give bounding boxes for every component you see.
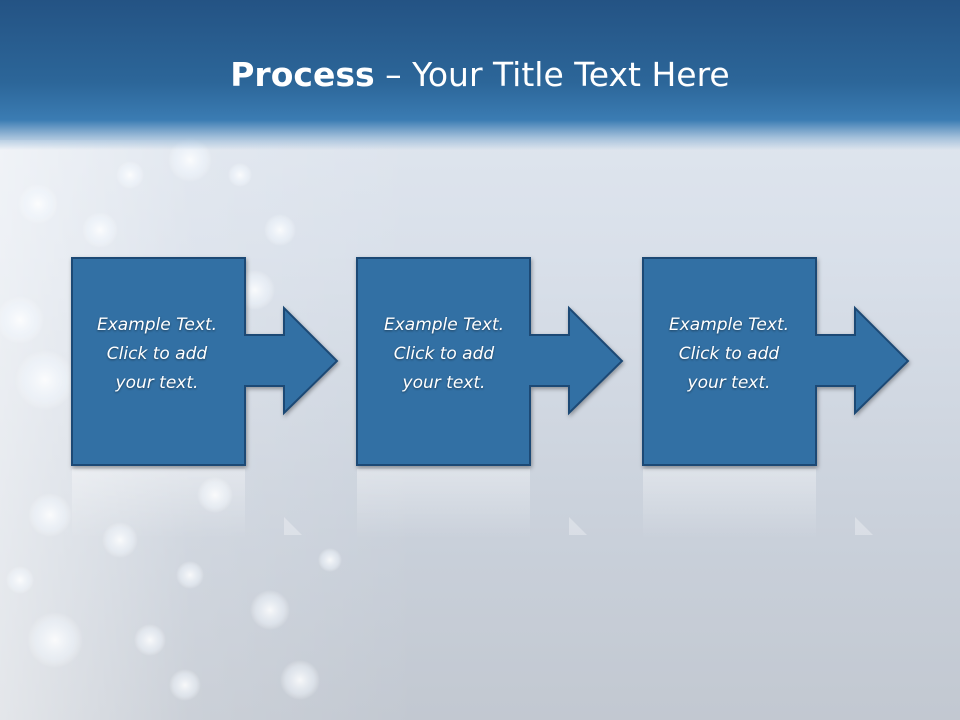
step-1-arrow-box[interactable] xyxy=(71,257,339,466)
step-1-line-2: Click to add xyxy=(106,344,208,364)
step-2-text[interactable]: Example Text. Click to add your text. xyxy=(357,311,531,398)
step-2-line-3: your text. xyxy=(402,373,486,393)
step-3-arrow-reflection xyxy=(855,517,873,535)
step-3-line-3: your text. xyxy=(687,373,771,393)
step-1-line-3: your text. xyxy=(115,373,199,393)
step-1-arrow-reflection xyxy=(284,517,302,535)
step-2-line-2: Click to add xyxy=(393,344,495,364)
slide-title[interactable]: Process – Your Title Text Here xyxy=(0,52,960,98)
step-2-reflection xyxy=(357,469,530,539)
step-1-line-1: Example Text. xyxy=(96,315,218,335)
step-3-line-1: Example Text. xyxy=(668,315,790,335)
step-reflections xyxy=(72,469,873,539)
step-3-text[interactable]: Example Text. Click to add your text. xyxy=(642,311,816,398)
step-shapes xyxy=(71,257,910,466)
title-banner: Process – Your Title Text Here xyxy=(0,0,960,150)
step-1-reflection xyxy=(72,469,245,539)
slide-title-rest: – Your Title Text Here xyxy=(374,55,730,94)
step-3-line-2: Click to add xyxy=(678,344,780,364)
step-1-text[interactable]: Example Text. Click to add your text. xyxy=(70,311,244,398)
step-2-arrow-reflection xyxy=(569,517,587,535)
step-2-arrow-box[interactable] xyxy=(356,257,624,466)
step-2-line-1: Example Text. xyxy=(383,315,505,335)
step-3-reflection xyxy=(643,469,816,539)
slide-title-strong: Process xyxy=(230,55,375,94)
step-3-arrow-box[interactable] xyxy=(642,257,910,466)
